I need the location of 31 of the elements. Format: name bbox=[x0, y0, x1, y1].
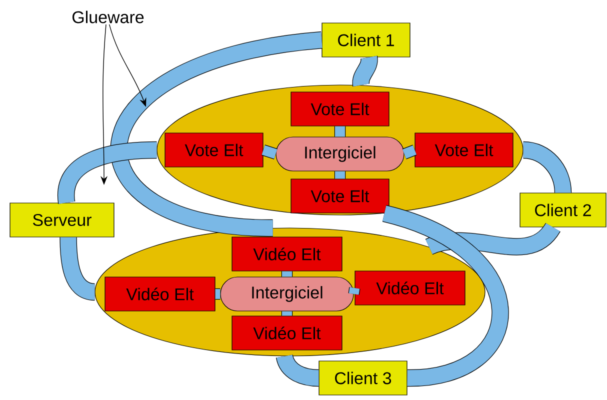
glue-band bbox=[111, 31, 323, 237]
middleware-capsule: Intergiciel bbox=[220, 276, 354, 312]
element-box: Vote Elt bbox=[414, 132, 514, 168]
element-box: Vidéo Elt bbox=[232, 236, 342, 272]
glue-band bbox=[334, 171, 346, 179]
glue-band bbox=[426, 222, 560, 256]
element-box: Vidéo Elt bbox=[354, 270, 466, 306]
glue-band bbox=[281, 271, 293, 277]
element-box: Vidéo Elt bbox=[232, 316, 342, 350]
glue-band bbox=[334, 126, 346, 137]
glue-band bbox=[402, 144, 417, 160]
glue-band bbox=[348, 287, 360, 295]
element-box: Vote Elt bbox=[290, 178, 390, 214]
glue-band bbox=[262, 144, 278, 160]
glue-band bbox=[215, 288, 220, 300]
label-text: Glueware bbox=[72, 10, 144, 24]
element-box: Vote Elt bbox=[290, 92, 390, 126]
glue-band bbox=[58, 141, 157, 204]
glue-band bbox=[382, 205, 509, 387]
glue-band bbox=[60, 237, 96, 301]
element-box: Vidéo Elt bbox=[104, 276, 216, 312]
glue-band bbox=[352, 56, 378, 86]
middleware-capsule: Intergiciel bbox=[276, 136, 404, 172]
glue-band bbox=[276, 354, 319, 387]
glue-band bbox=[281, 311, 293, 316]
client-box: Client 3 bbox=[318, 360, 408, 396]
glue-band bbox=[522, 141, 572, 194]
client-box: Serveur bbox=[10, 202, 114, 238]
element-box: Vote Elt bbox=[164, 132, 264, 168]
client-box: Client 1 bbox=[322, 22, 410, 58]
client-box: Client 2 bbox=[520, 192, 606, 228]
